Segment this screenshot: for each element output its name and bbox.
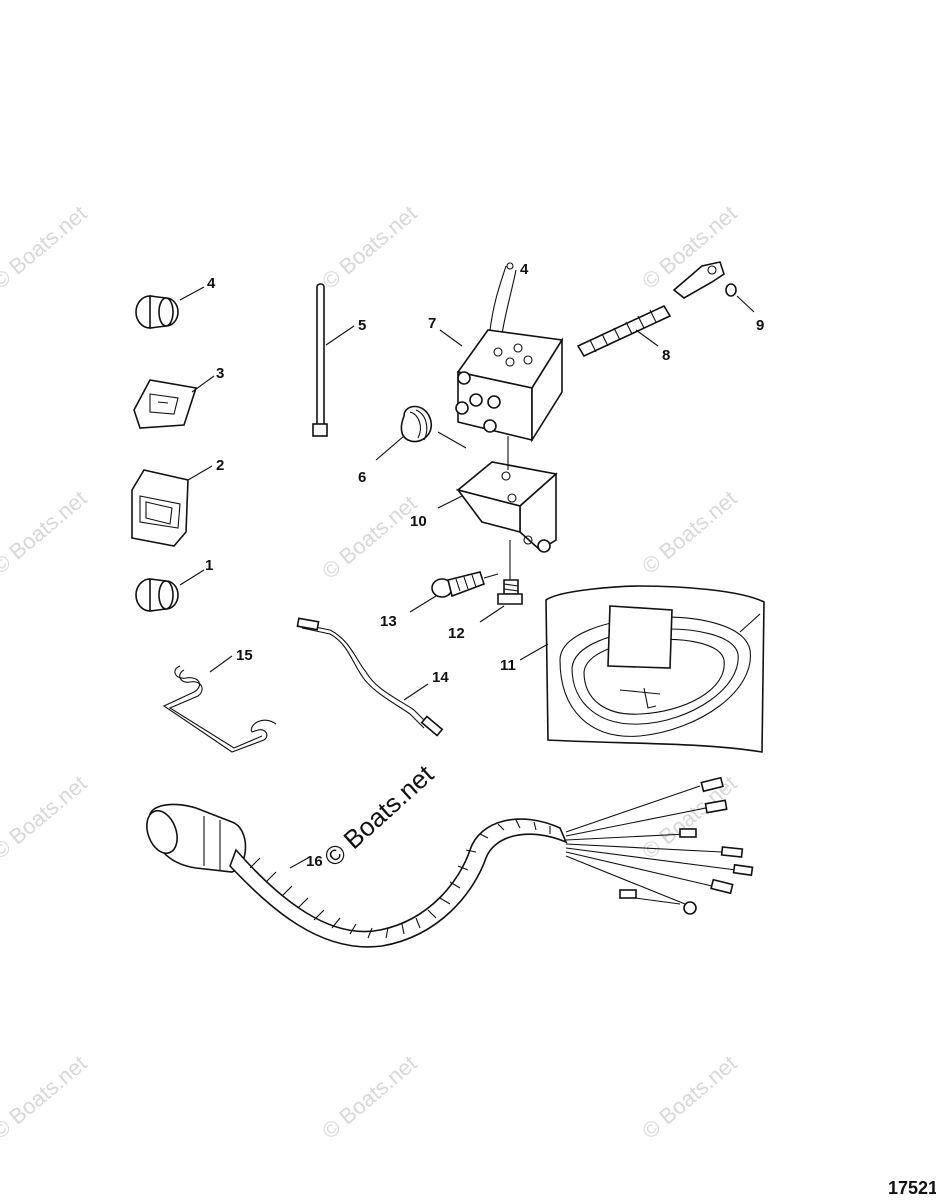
- callout-3: 3: [216, 365, 224, 382]
- part-bolt-12: [479, 579, 523, 623]
- callout-10: 10: [410, 513, 427, 530]
- callout-4-top: 4: [520, 261, 529, 278]
- callout-7: 7: [428, 315, 436, 332]
- callout-14: 14: [432, 669, 449, 686]
- watermark: © Boats.net: [0, 201, 92, 294]
- callout-6: 6: [358, 469, 366, 486]
- part-plug-1: [135, 569, 205, 612]
- callout-1: 1: [205, 557, 213, 574]
- callout-2: 2: [216, 457, 224, 474]
- part-grommet-2: [131, 465, 213, 547]
- part-jumper-wire-14: [296, 617, 444, 737]
- callout-5: 5: [358, 317, 366, 334]
- watermark: © Boats.net: [317, 1051, 421, 1144]
- watermark: © Boats.net: [637, 486, 741, 579]
- callout-8: 8: [662, 347, 670, 364]
- part-wire-clip-15: [162, 655, 277, 753]
- callout-13: 13: [380, 613, 397, 630]
- callout-16: 16: [306, 853, 323, 870]
- part-screw-13: [409, 571, 499, 613]
- part-cable-tie-5: [312, 283, 355, 437]
- callout-labels: 4 4 3 2 1 5 7 8 9 6 10 13 12 11 15 14 16: [205, 261, 764, 870]
- callout-4: 4: [207, 275, 216, 292]
- part-bracket-10: [437, 436, 558, 580]
- watermark: © Boats.net: [0, 1051, 92, 1144]
- watermark: © Boats.net: [0, 771, 92, 864]
- part-washer-9: [725, 283, 755, 313]
- callout-9: 9: [756, 317, 764, 334]
- part-relay-block-7: [439, 262, 564, 443]
- part-spring-8: [576, 304, 672, 358]
- watermark-main: © Boats.net: [318, 758, 440, 872]
- watermark: © Boats.net: [317, 491, 421, 584]
- watermark: © Boats.net: [317, 201, 421, 294]
- part-main-harness-16: [146, 776, 754, 948]
- part-harness-kit-11: [519, 585, 765, 753]
- callout-12: 12: [448, 625, 465, 642]
- callout-11: 11: [500, 657, 516, 674]
- callout-15: 15: [236, 647, 253, 664]
- part-bushing-6: [375, 405, 467, 461]
- part-clip-3: [133, 375, 215, 429]
- watermark: © Boats.net: [0, 486, 92, 579]
- part-plug-4: [135, 286, 205, 329]
- figure-number: 17521: [888, 1178, 936, 1198]
- part-terminal-stud-4: [672, 261, 725, 299]
- watermark: © Boats.net: [637, 1051, 741, 1144]
